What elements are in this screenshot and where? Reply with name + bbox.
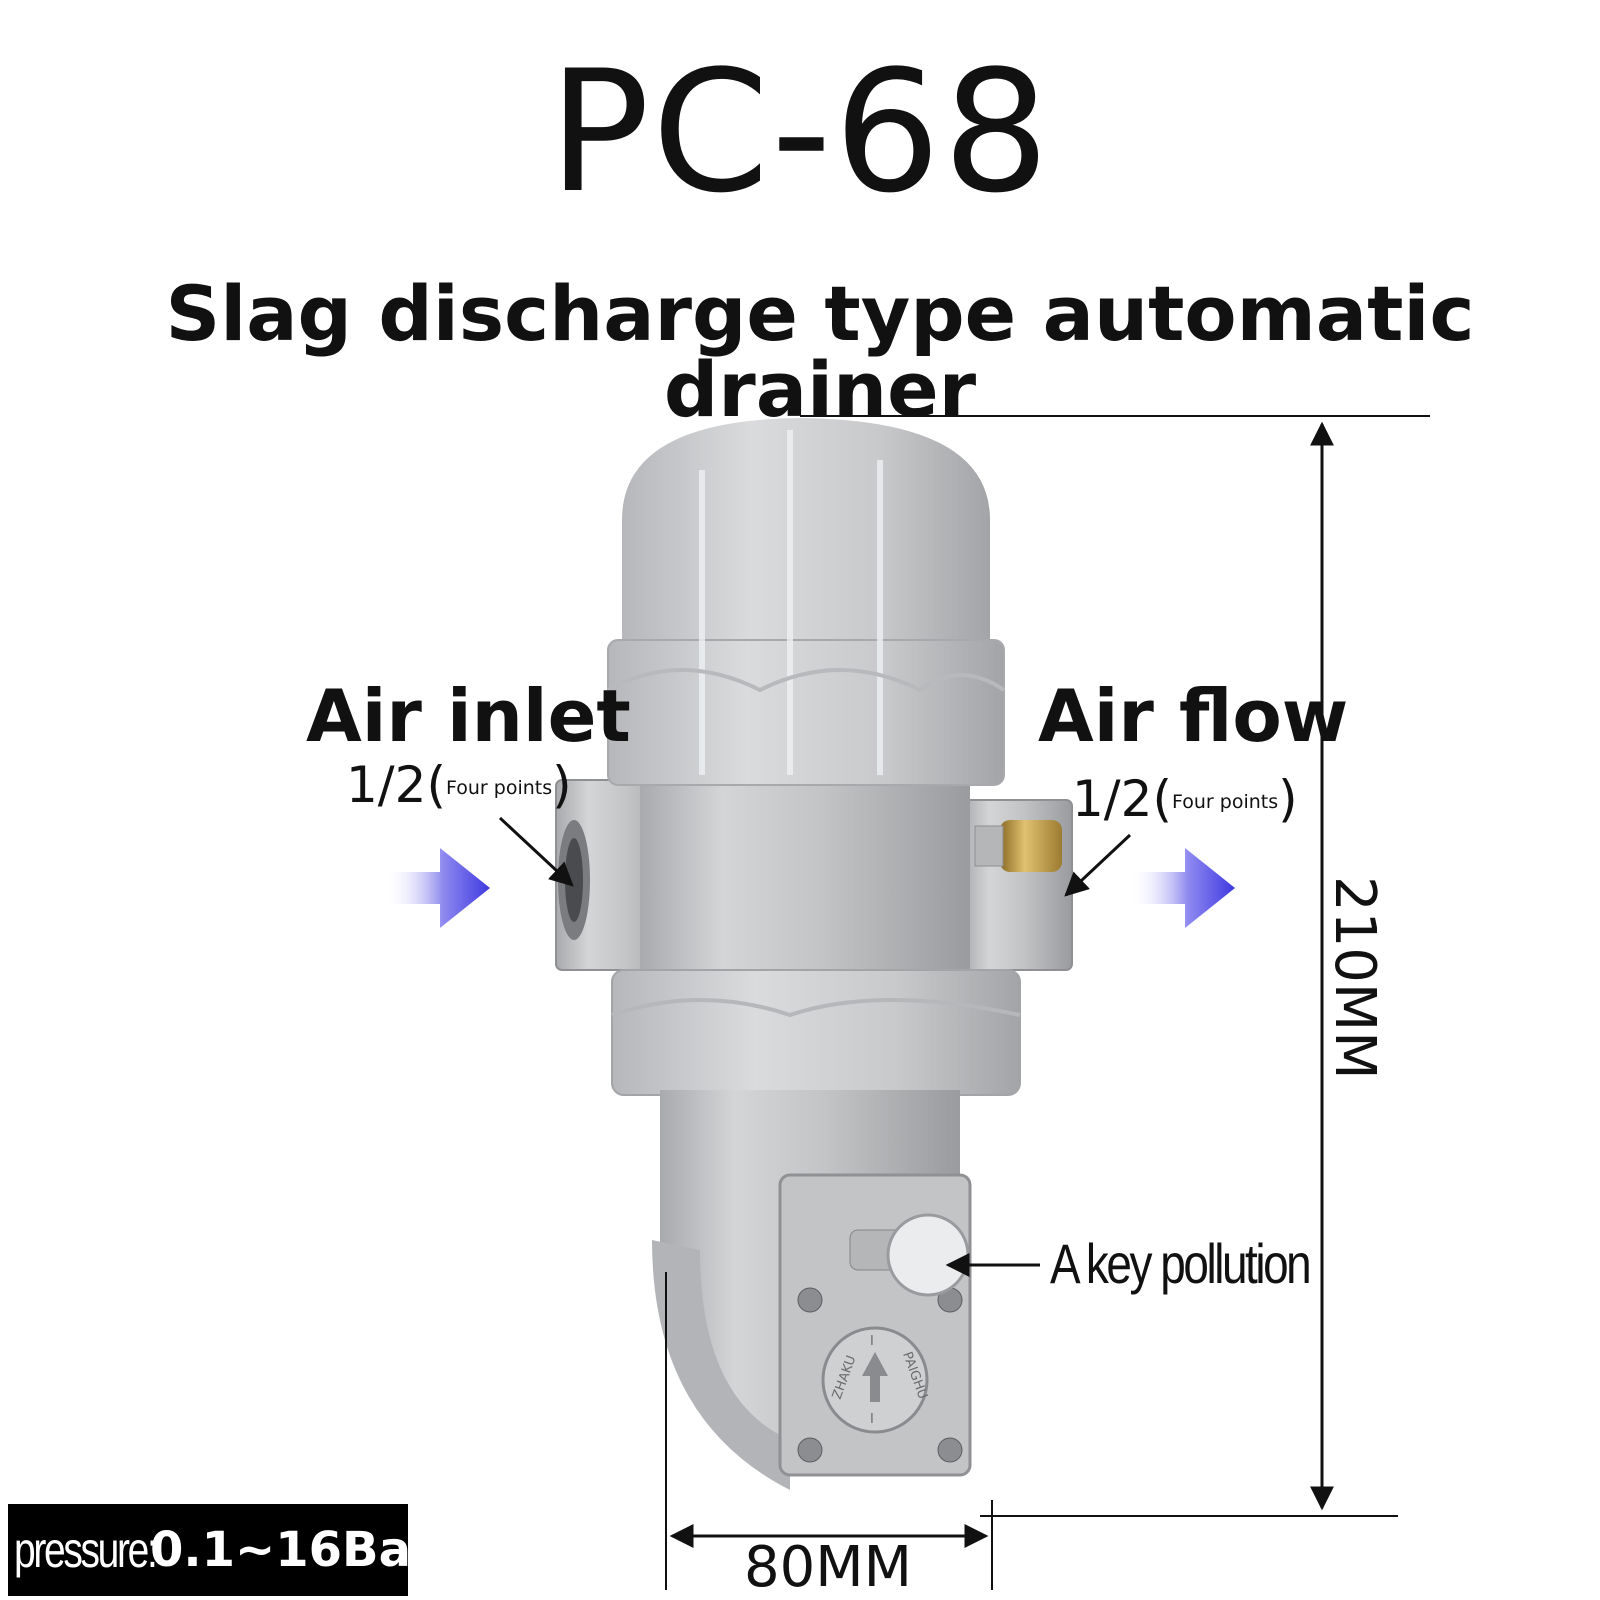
model-title: PC-68	[548, 34, 1052, 230]
height-dimension-label: 210MM	[1322, 876, 1387, 1080]
outlet-flow-arrow	[1130, 848, 1235, 928]
outlet-callout-line	[1064, 833, 1132, 897]
outlet-label: Air flow	[1038, 674, 1349, 758]
outlet-size-note: Four points	[1171, 791, 1279, 813]
width-dimension-label: 80MM	[744, 1535, 912, 1600]
pollution-button-label: A key pollution	[1050, 1232, 1312, 1295]
pressure-badge: pressure: 0.1~16Bar	[8, 1504, 435, 1596]
inlet-size: 1/2(Four points)	[346, 756, 572, 814]
lower-nut	[611, 969, 1021, 1096]
pollution-button	[886, 1213, 970, 1297]
product-description: Slag discharge type automatic drainer	[165, 269, 1475, 434]
outlet-size: 1/2(Four points)	[1072, 770, 1298, 828]
brass-knob	[1000, 820, 1062, 872]
valve-markings: ZHAKU I PAIGHU I	[829, 1334, 931, 1427]
drainer-body	[640, 760, 970, 990]
inlet-label: Air inlet	[306, 674, 631, 758]
inlet-size-note: Four points	[445, 777, 553, 799]
inlet-callout-line	[498, 816, 574, 887]
inlet-flow-arrow	[385, 848, 490, 928]
pressure-value: 0.1~16Bar	[150, 1522, 435, 1578]
pressure-label: pressure:	[14, 1522, 158, 1578]
